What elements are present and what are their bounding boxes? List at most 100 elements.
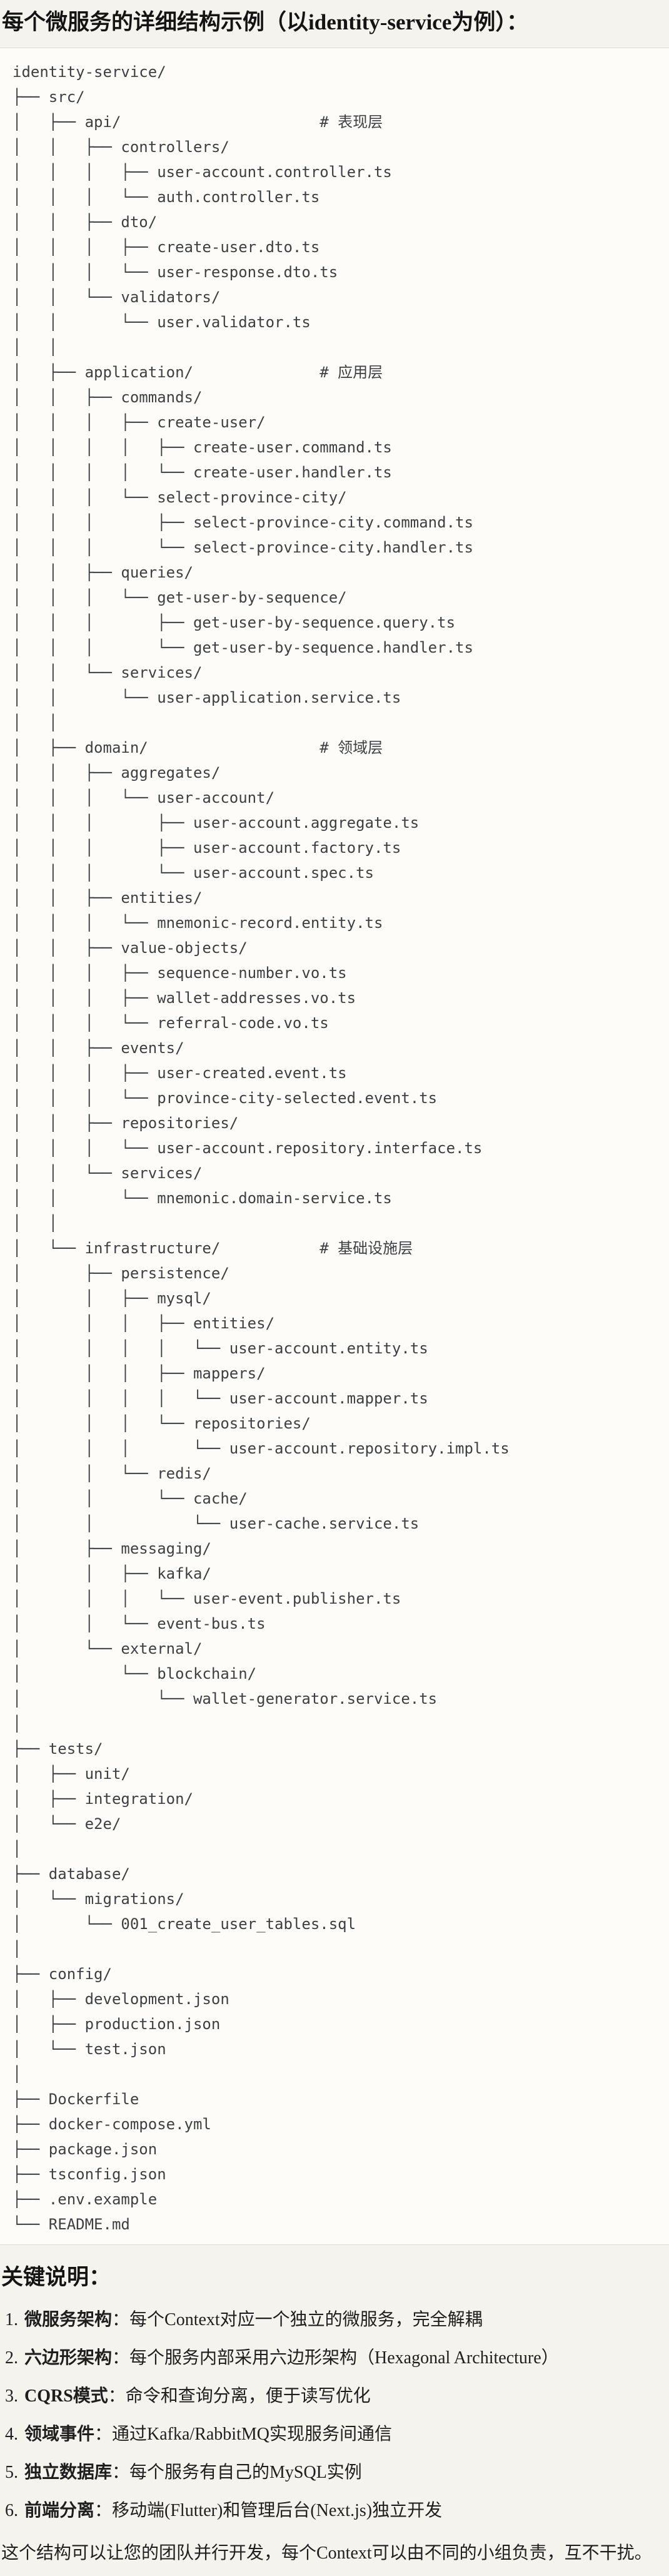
note-label: CQRS模式	[24, 2386, 108, 2406]
tree-line: │ │ ├── commands/	[13, 389, 203, 406]
tree-line: │ │ │ └── repositories/	[13, 1415, 311, 1432]
note-item: 5. 独立数据库：每个服务有自己的MySQL实例	[0, 2460, 669, 2485]
note-item: 3.CQRS模式：命令和查询分离，便于读写优化	[0, 2384, 669, 2409]
tree-line: │ │	[13, 339, 58, 356]
tree-line: │ │ │ └── referral-code.vo.ts	[13, 1014, 329, 1032]
tree-line: │ │ ├── queries/	[13, 564, 193, 581]
tree-line: identity-service/	[13, 63, 166, 81]
page-title: 每个微服务的详细结构示例（以identity-service为例）：	[2, 10, 528, 34]
tree-line: │ └── migrations/	[13, 1890, 184, 1908]
tree-line: │ │ │ │ └── create-user.handler.ts	[13, 464, 392, 481]
note-label: 独立数据库	[24, 2463, 113, 2482]
note-label: 领域事件	[24, 2425, 95, 2444]
tree-line: │	[13, 1715, 22, 1733]
tree-line: │ │ │ ├── select-province-city.command.t…	[13, 514, 473, 531]
tree-line: │ │ │ │ └── user-account.mapper.ts	[13, 1390, 428, 1407]
tree-line: │ ├── persistence/	[13, 1265, 229, 1282]
note-number: 4.	[5, 2425, 18, 2444]
note-item: 6. 前端分离：移动端(Flutter)和管理后台(Next.js)独立开发	[0, 2498, 669, 2523]
tree-line: │ │ └── user.validator.ts	[13, 313, 311, 331]
note-text: ：移动端(Flutter)和管理后台(Next.js)独立开发	[94, 2501, 443, 2520]
note-item: 1. 微服务架构：每个Context对应一个独立的微服务，完全解耦	[0, 2308, 669, 2333]
tree-line: │ │ │ └── select-province-city/	[13, 489, 347, 506]
tree-line: │ ├── integration/	[13, 1790, 193, 1808]
notes-list: 1. 微服务架构：每个Context对应一个独立的微服务，完全解耦 2.六边形架构：…	[0, 2308, 669, 2523]
tree-line: │ │ │ └── auth.controller.ts	[13, 188, 320, 206]
tree-line: │	[13, 1940, 22, 1958]
tree-line: │	[13, 1840, 22, 1858]
note-number: 5.	[5, 2463, 18, 2482]
tree-line: │ ├── unit/	[13, 1765, 130, 1783]
tree-line: │	[13, 2065, 22, 2083]
tree-line: │ │ ├── value-objects/	[13, 939, 248, 957]
tree-line: │ ├── application/ # 应用层	[13, 364, 383, 381]
tree-line: │ │ └── event-bus.ts	[13, 1615, 266, 1632]
tree-line: │ │ │ ├── user-account.controller.ts	[13, 163, 392, 181]
note-text: ：通过Kafka/RabbitMQ实现服务间通信	[94, 2425, 392, 2444]
tree-line: │ │ └── cache/	[13, 1490, 248, 1507]
tree-line: │ │ │ ├── get-user-by-sequence.query.ts	[13, 614, 456, 631]
tree-line: │ │ ├── dto/	[13, 213, 158, 231]
tree-line: ├── docker-compose.yml	[13, 2115, 211, 2133]
tree-line: │ │ └── services/	[13, 664, 203, 681]
tree-line: └── README.md	[13, 2216, 130, 2233]
tree-line: │ │ │ └── mnemonic-record.entity.ts	[13, 914, 383, 932]
tree-line: │ │ │ └── user-account/	[13, 789, 275, 807]
tree-line: │ │ │ └── get-user-by-sequence/	[13, 589, 347, 606]
tree-line: │ │ │ ├── user-account.factory.ts	[13, 839, 401, 857]
tree-line: │ └── infrastructure/ # 基础设施层	[13, 1240, 413, 1257]
tree-line: ├── package.json	[13, 2141, 158, 2158]
tree-line: │ └── external/	[13, 1640, 203, 1657]
tree-line: ├── database/	[13, 1865, 130, 1883]
tree-line: │ │ └── validators/	[13, 288, 221, 306]
tree-line: │ │ ├── controllers/	[13, 138, 229, 156]
tree-line: │ └── wallet-generator.service.ts	[13, 1690, 438, 1708]
directory-tree: identity-service/├── src/│ ├── api/ # 表现…	[0, 48, 669, 2244]
tree-line: │ └── 001_create_user_tables.sql	[13, 1915, 356, 1933]
tree-line: │ │ │ ├── entities/	[13, 1315, 275, 1332]
tree-line: │ │ │ ├── sequence-number.vo.ts	[13, 964, 347, 982]
note-label: 前端分离	[24, 2501, 95, 2520]
tree-line: │ │ └── user-application.service.ts	[13, 689, 401, 706]
tree-line: │ │ └── user-cache.service.ts	[13, 1515, 420, 1532]
note-label: 微服务架构	[24, 2310, 113, 2329]
tree-line: │ │ │ └── user-account.spec.ts	[13, 864, 374, 882]
tree-line: │ │ │ ├── create-user/	[13, 414, 266, 431]
note-number: 2.	[5, 2348, 18, 2368]
tree-line: │ │ │ └── get-user-by-sequence.handler.t…	[13, 639, 473, 656]
tree-line: │ │ ├── aggregates/	[13, 764, 221, 781]
tree-line: │ │ └── redis/	[13, 1465, 211, 1482]
tree-line: ├── config/	[13, 1965, 112, 1983]
tree-line: │ │ ├── repositories/	[13, 1114, 239, 1132]
tree-line: ├── .env.example	[13, 2191, 158, 2208]
tree-line: │ ├── api/ # 表现层	[13, 113, 383, 131]
tree-line: │ │ │ ├── user-account.aggregate.ts	[13, 814, 420, 832]
tree-line: ├── tests/	[13, 1740, 103, 1758]
note-text: ：每个Context对应一个独立的微服务，完全解耦	[112, 2310, 483, 2329]
code-block: identity-service/├── src/│ ├── api/ # 表现…	[0, 48, 669, 2245]
tree-line: │ │	[13, 714, 58, 731]
note-number: 6.	[5, 2501, 18, 2520]
note-item: 2.六边形架构：每个服务内部采用六边形架构（Hexagonal Architec…	[0, 2346, 669, 2371]
tree-line: │ ├── production.json	[13, 2015, 221, 2033]
tree-line: │ │ │ └── user-event.publisher.ts	[13, 1590, 401, 1607]
tree-line: │ ├── messaging/	[13, 1540, 211, 1557]
note-text: ：每个服务有自己的MySQL实例	[112, 2463, 362, 2482]
tree-line: │ │ ├── kafka/	[13, 1565, 211, 1582]
tree-line: ├── tsconfig.json	[13, 2166, 166, 2183]
tree-line: │ └── e2e/	[13, 1815, 121, 1833]
tree-line: │ │ └── services/	[13, 1164, 203, 1182]
tree-line: │ ├── domain/ # 领域层	[13, 739, 383, 756]
tree-line: │ │ ├── events/	[13, 1039, 184, 1057]
note-item: 4. 领域事件：通过Kafka/RabbitMQ实现服务间通信	[0, 2422, 669, 2447]
tree-line: │ │ │ └── user-response.dto.ts	[13, 263, 338, 281]
tree-line: │ │ │ └── user-account.repository.impl.t…	[13, 1440, 510, 1457]
tree-line: │ └── blockchain/	[13, 1665, 257, 1683]
note-number: 1.	[5, 2310, 18, 2329]
tree-line: │ │ ├── mysql/	[13, 1290, 211, 1307]
tree-line: ├── Dockerfile	[13, 2090, 139, 2108]
notes-heading: 关键说明：	[1, 2265, 111, 2289]
tree-line: │ │ │ │ └── user-account.entity.ts	[13, 1340, 428, 1357]
tree-line: │ │ ├── entities/	[13, 889, 203, 907]
